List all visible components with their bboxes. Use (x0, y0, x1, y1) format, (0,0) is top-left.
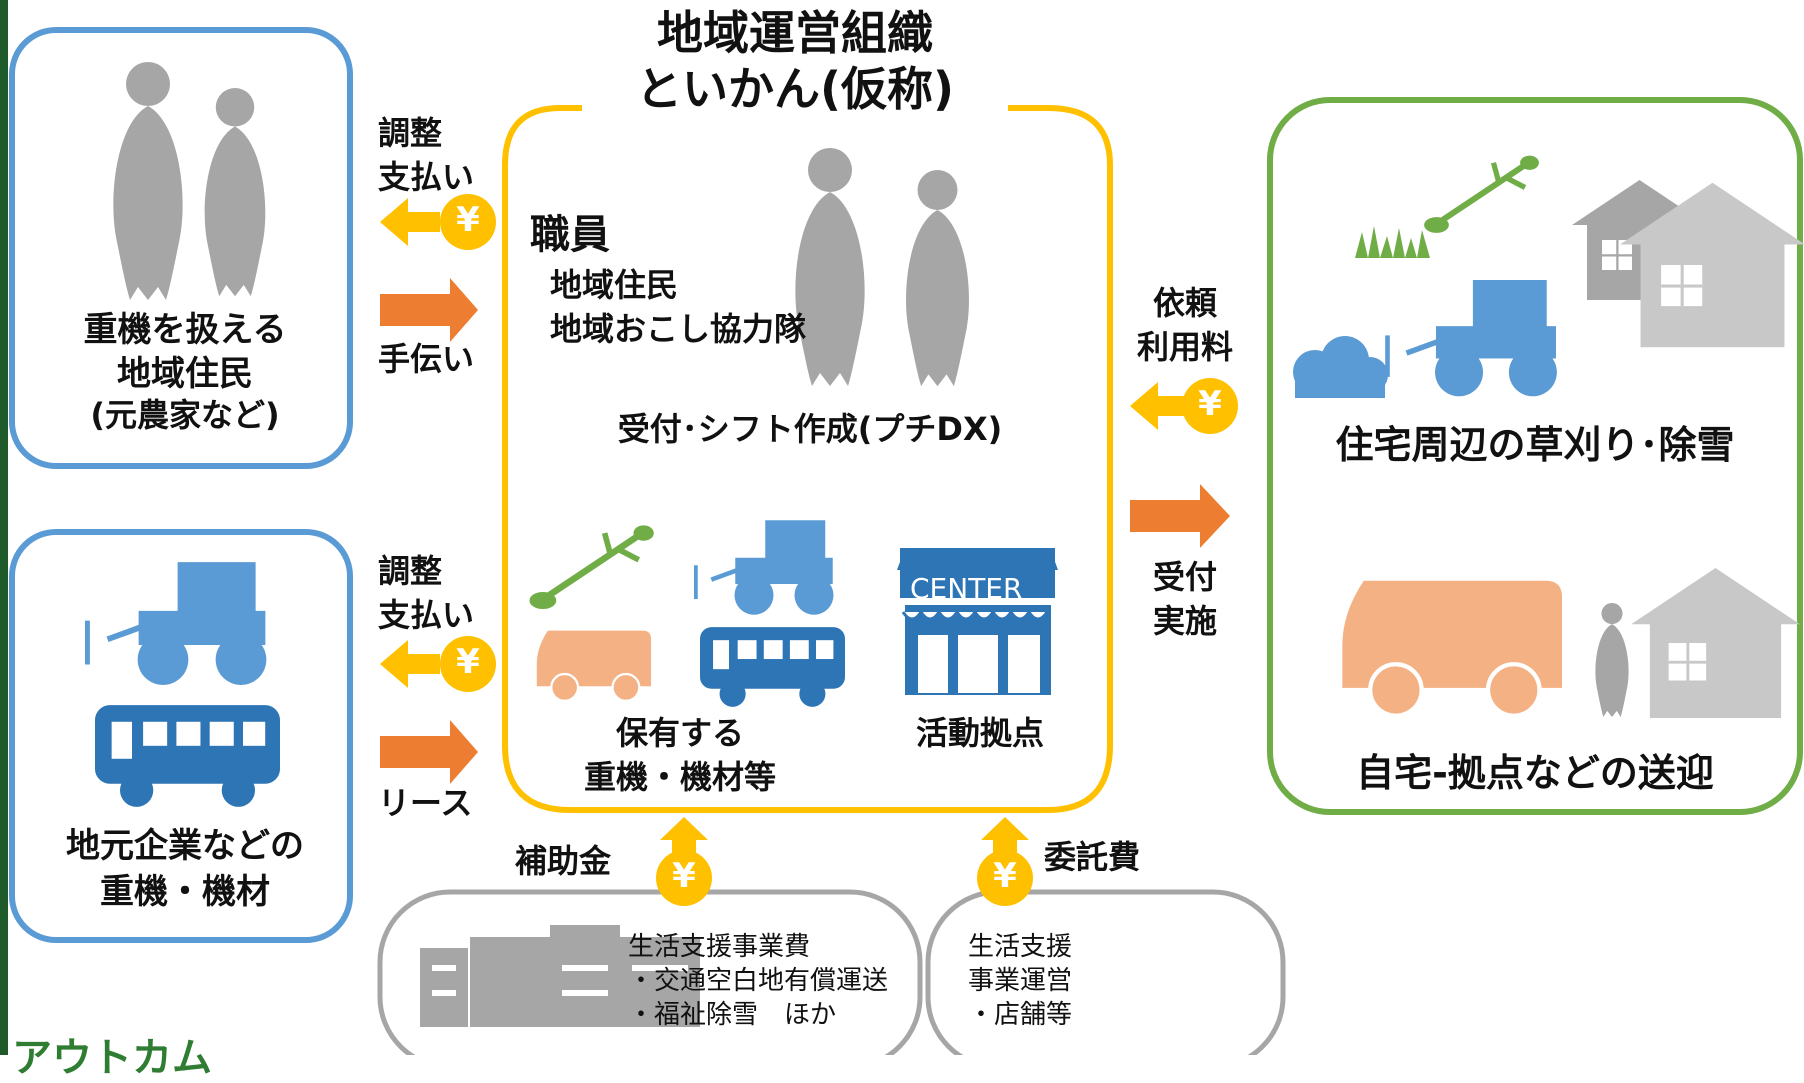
destination-house-icon (1631, 568, 1800, 718)
flow-bottom-pay-line2: 支払い (378, 596, 475, 634)
funding-box1-line1: 生活支援事業費 (628, 932, 811, 962)
flow-top-pay-line2: 支払い (378, 158, 475, 196)
service-mowing-snow: 住宅周辺の草刈り･除雪 (1335, 423, 1735, 467)
tractor-icon (85, 562, 267, 685)
van-icon (535, 629, 653, 702)
center-building-icon (897, 548, 1058, 695)
staff-heading: 職員 (530, 212, 610, 258)
flow-bottom-pay-line1: 調整 (378, 552, 443, 590)
center-sign: CENTER (910, 572, 1023, 605)
yen-symbol-bottom: ¥ (456, 642, 480, 682)
staff-task: 受付･シフト作成(プチDX) (617, 410, 1003, 448)
grass-trimmer-right-icon (1425, 156, 1539, 233)
companies-line2: 重機・機材 (100, 872, 270, 912)
companies-frame (9, 529, 353, 943)
org-title-line2: といかん(仮称) (635, 62, 955, 116)
tractor-small-icon (694, 520, 834, 615)
flow-top-pay-line1: 調整 (378, 114, 443, 152)
subsidy-label: 補助金 (515, 842, 612, 880)
flow-bottom-lease: リース (378, 784, 473, 822)
service-transport: 自宅-拠点などの送迎 (1356, 751, 1714, 795)
residents-frame (9, 27, 353, 469)
passenger-figure-icon (1595, 603, 1629, 718)
government-building-icon (420, 925, 700, 1027)
residents-line1: 重機を扱える (83, 310, 287, 350)
funding-box1-line2: ・交通空白地有償運送 (628, 966, 889, 996)
flow-right-request-line2: 利用料 (1136, 328, 1233, 366)
staff-line2: 地域おこし協力隊 (550, 310, 807, 348)
yen-symbol-commission: ¥ (993, 856, 1017, 896)
yen-symbol-top: ¥ (456, 200, 480, 240)
service-arrow-right (1130, 484, 1230, 548)
payment-arrow-bottom (380, 636, 496, 692)
bus-small-icon (700, 627, 845, 707)
commission-arrow-up (977, 817, 1033, 906)
flow-right-request-line1: 依頼 (1152, 284, 1217, 322)
equipment-label-line1: 保有する (615, 714, 744, 752)
help-arrow-top (380, 278, 478, 342)
flow-right-do-line2: 実施 (1152, 602, 1217, 640)
funding-frame-1 (377, 889, 923, 1055)
footer-outcome-fragment: アウトカム (12, 1035, 212, 1081)
fee-arrow-right (1130, 378, 1238, 434)
funding-box1-line3: ・福祉除雪 ほか (628, 1000, 837, 1030)
transport-van-icon (1342, 581, 1562, 716)
resident-figure-1-icon (113, 62, 183, 300)
org-title-line1: 地域運営組織 (657, 6, 933, 60)
equipment-label-line2: 重機・機材等 (583, 758, 776, 796)
funding-box2-line2: 事業運営 (968, 966, 1073, 996)
companies-line1: 地元企業などの (66, 826, 304, 866)
staff-line1: 地域住民 (550, 266, 679, 304)
diagram-canvas (0, 0, 1804, 1055)
funding-box2-line3: ・店舗等 (968, 1000, 1073, 1030)
snow-tractor-icon (1385, 280, 1557, 397)
flow-right-do-line1: 受付 (1152, 558, 1217, 596)
org-frame (502, 105, 1113, 813)
staff-figure-2-icon (906, 170, 969, 387)
resident-figure-2-icon (204, 88, 266, 297)
payment-arrow-top (380, 194, 496, 250)
snow-pile-icon (1293, 336, 1388, 398)
yen-symbol-right: ¥ (1198, 384, 1222, 424)
commission-label: 委託費 (1044, 838, 1141, 876)
subsidy-arrow-up (656, 817, 712, 906)
staff-figure-1-icon (795, 148, 865, 386)
yen-symbol-subsidy: ¥ (672, 856, 696, 896)
services-frame (1267, 97, 1803, 815)
bus-icon (95, 705, 280, 807)
center-label: 活動拠点 (915, 714, 1044, 752)
funding-box2-line1: 生活支援 (968, 932, 1073, 962)
lease-arrow-bottom (380, 720, 478, 784)
residents-line3: (元農家など) (90, 396, 280, 434)
funding-frame-2 (925, 889, 1286, 1055)
flow-top-help: 手伝い (378, 340, 475, 378)
residents-line2: 地域住民 (117, 354, 253, 394)
grass-trimmer-icon (530, 526, 654, 609)
grass-icon (1355, 226, 1430, 258)
